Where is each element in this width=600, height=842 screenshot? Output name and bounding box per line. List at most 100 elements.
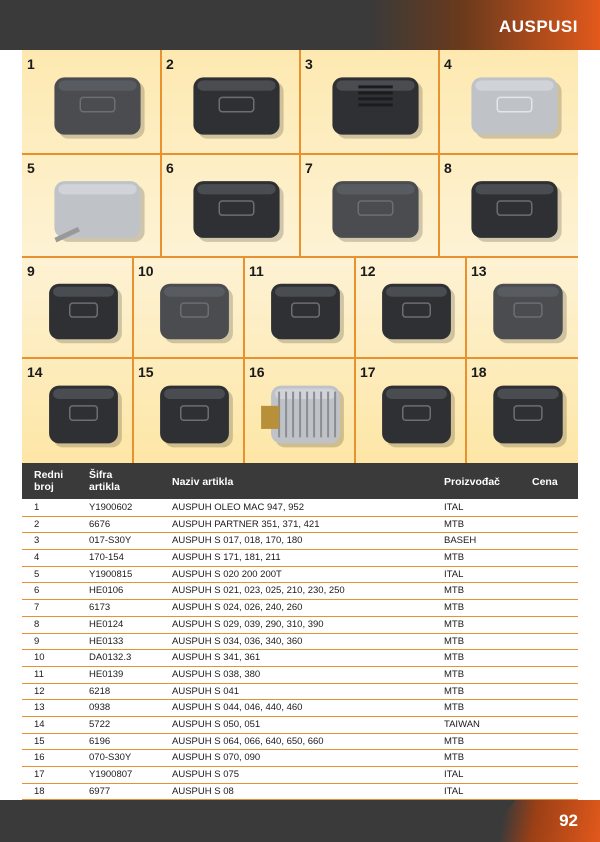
product-number-label: 6 (166, 160, 174, 176)
cell-proizvodjac: ITAL (444, 502, 464, 513)
cell-proizvodjac: ITAL (444, 785, 464, 797)
header-proizvodjac: Proizvođač (444, 476, 501, 488)
page-number: 92 (559, 811, 578, 830)
product-number-label: 7 (305, 160, 313, 176)
cell-proizvodjac: MTB (444, 635, 465, 647)
cell-sifra: HE0133 (89, 635, 124, 647)
header-cena: Cena (532, 476, 558, 488)
cell-naziv: AUSPUH PARTNER 351, 371, 421 (172, 518, 320, 530)
header-sifra: Šifra artikla (89, 469, 120, 493)
product-cell: 13 (466, 257, 578, 358)
page-footer: 92 (0, 800, 600, 842)
cell-sifra: 6676 (89, 518, 111, 530)
cell-redni-broj: 6 (34, 585, 40, 597)
cell-naziv: AUSPUH OLEO MAC 947, 952 (172, 502, 304, 513)
product-number-label: 16 (249, 364, 265, 380)
grid-divider (22, 357, 578, 359)
cell-naziv: AUSPUH S 044, 046, 440, 460 (172, 702, 303, 714)
cell-sifra: Y1900807 (89, 769, 133, 780)
cell-naziv: AUSPUH S 038, 380 (172, 668, 261, 680)
cell-naziv: AUSPUH S 034, 036, 340, 360 (172, 635, 303, 647)
product-cell: 16 (244, 358, 355, 463)
cell-proizvodjac: MTB (444, 652, 465, 664)
cell-redni-broj: 5 (34, 568, 40, 580)
product-cell: 4 (439, 50, 578, 154)
product-cell: 15 (133, 358, 244, 463)
product-cell: 3 (300, 50, 439, 154)
product-cell: 6 (161, 154, 300, 257)
cell-sifra: 5722 (89, 718, 111, 730)
cell-redni-broj: 3 (34, 535, 40, 547)
product-cell: 11 (244, 257, 355, 358)
cell-redni-broj: 4 (34, 552, 40, 564)
cell-naziv: AUSPUH S 050, 051 (172, 718, 261, 730)
cell-redni-broj: 1 (34, 502, 40, 513)
cell-proizvodjac: TAIWAN (444, 718, 480, 730)
grid-divider (354, 257, 356, 358)
grid-divider (160, 154, 162, 257)
cell-sifra: 0938 (89, 702, 111, 714)
cell-naziv: AUSPUH S 341, 361 (172, 652, 261, 664)
grid-divider (132, 257, 134, 358)
cell-proizvodjac: MTB (444, 602, 465, 614)
product-cell: 17 (355, 358, 466, 463)
cell-proizvodjac: MTB (444, 585, 465, 597)
cell-proizvodjac: MTB (444, 752, 465, 764)
product-gallery: 1 2 3 4 5 6 7 8 9 (22, 50, 578, 463)
cell-sifra: 6173 (89, 602, 111, 614)
header-naziv: Naziv artikla (172, 476, 234, 488)
cell-naziv: AUSPUH S 024, 026, 240, 260 (172, 602, 303, 614)
cell-sifra: 170-154 (89, 552, 124, 564)
product-number-label: 2 (166, 56, 174, 72)
table-row: 4 170-154 AUSPUH S 171, 181, 211 MTB (22, 550, 578, 567)
product-cell: 7 (300, 154, 439, 257)
cell-proizvodjac: MTB (444, 618, 465, 630)
grid-divider (243, 257, 245, 358)
grid-divider (354, 358, 356, 463)
product-number-label: 3 (305, 56, 313, 72)
cell-sifra: 017-S30Y (89, 535, 132, 547)
cell-proizvodjac: ITAL (444, 568, 464, 580)
cell-naziv: AUSPUH S 171, 181, 211 (172, 552, 281, 564)
product-number-label: 15 (138, 364, 154, 380)
cell-proizvodjac: ITAL (444, 769, 464, 780)
grid-divider (299, 50, 301, 154)
cell-sifra: HE0139 (89, 668, 124, 680)
product-number-label: 4 (444, 56, 452, 72)
cell-proizvodjac: MTB (444, 552, 465, 564)
product-cell: 5 (22, 154, 161, 257)
product-number-label: 18 (471, 364, 487, 380)
grid-divider (132, 358, 134, 463)
grid-divider (465, 257, 467, 358)
cell-redni-broj: 12 (34, 685, 45, 697)
cell-redni-broj: 18 (34, 785, 45, 797)
cell-sifra: 6196 (89, 735, 111, 747)
cell-redni-broj: 9 (34, 635, 40, 647)
cell-redni-broj: 17 (34, 769, 45, 780)
cell-sifra: 070-S30Y (89, 752, 132, 764)
product-cell: 12 (355, 257, 466, 358)
page-title: AUSPUSI (498, 17, 578, 36)
cell-sifra: HE0106 (89, 585, 124, 597)
cell-redni-broj: 11 (34, 668, 44, 680)
footer-accent (480, 800, 600, 842)
grid-divider (438, 50, 440, 154)
product-cell: 8 (439, 154, 578, 257)
product-cell: 14 (22, 358, 133, 463)
header-accent (370, 0, 600, 50)
grid-divider (465, 358, 467, 463)
product-number-label: 1 (27, 56, 35, 72)
